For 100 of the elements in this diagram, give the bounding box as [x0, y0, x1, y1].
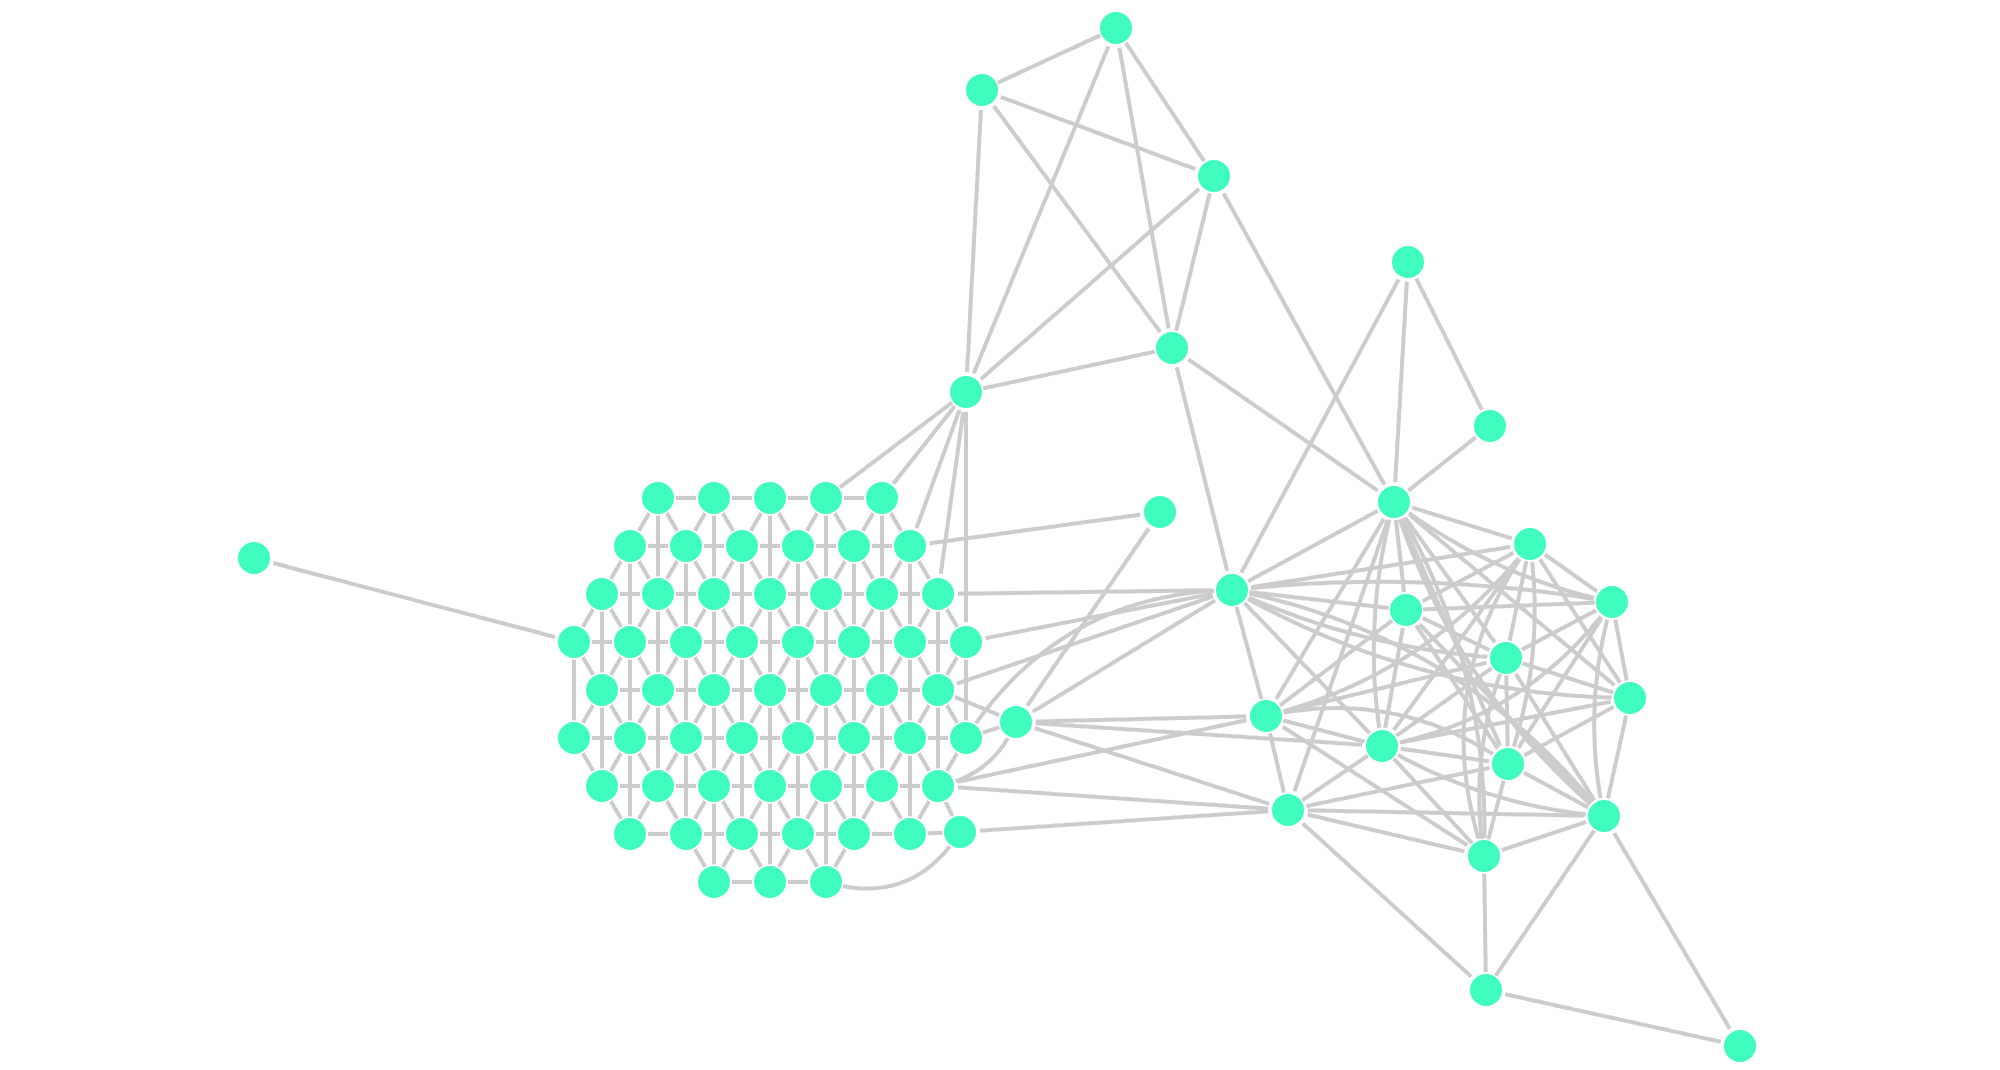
- network-edge: [693, 560, 707, 580]
- network-edge: [1187, 357, 1379, 493]
- network-edge: [1174, 192, 1212, 332]
- network-node: [1614, 682, 1646, 714]
- network-edge: [637, 800, 651, 820]
- network-edge: [749, 656, 763, 676]
- network-edge: [824, 707, 828, 769]
- network-edge: [805, 848, 819, 868]
- network-edge: [786, 592, 810, 596]
- network-node: [670, 530, 702, 562]
- network-edge: [1124, 41, 1206, 163]
- network-edge: [1035, 714, 1247, 724]
- network-edge: [838, 401, 954, 489]
- network-edge: [1507, 560, 1529, 642]
- network-edge: [945, 704, 959, 724]
- network-edge: [833, 608, 847, 628]
- network-node: [1366, 730, 1398, 762]
- network-edge: [730, 592, 754, 596]
- network-edge: [768, 515, 772, 577]
- network-edge: [898, 784, 922, 788]
- network-edge: [926, 830, 944, 836]
- network-edge: [1383, 627, 1405, 729]
- network-edge: [1397, 518, 1592, 806]
- network-node: [1514, 528, 1546, 560]
- network-edge: [842, 784, 866, 788]
- network-node: [726, 818, 758, 850]
- network-node: [698, 866, 730, 898]
- network-edge: [833, 848, 847, 868]
- network-edge: [721, 704, 735, 724]
- network-edge: [929, 512, 1141, 546]
- network-edge: [1538, 558, 1622, 684]
- network-edge: [965, 109, 983, 373]
- network-node: [894, 626, 926, 658]
- network-edge: [1278, 619, 1394, 707]
- network-node: [894, 818, 926, 850]
- network-node: [782, 818, 814, 850]
- network-edge: [712, 611, 716, 673]
- network-edge: [908, 563, 912, 625]
- network-edge: [637, 656, 651, 676]
- network-edge: [992, 104, 1162, 334]
- network-edge: [628, 755, 632, 817]
- network-node: [238, 542, 270, 574]
- network-edge: [1221, 192, 1387, 486]
- network-edge: [637, 608, 651, 628]
- network-edge: [786, 688, 810, 692]
- network-edge: [1400, 746, 1490, 764]
- network-node: [922, 578, 954, 610]
- network-edge: [609, 800, 623, 820]
- network-node: [1390, 594, 1422, 626]
- network-edge: [758, 832, 782, 836]
- network-edge: [852, 563, 856, 625]
- network-edge: [702, 544, 726, 548]
- network-edge: [842, 844, 952, 891]
- network-node: [1378, 486, 1410, 518]
- network-edge: [1421, 616, 1491, 652]
- network-edge: [721, 800, 735, 820]
- network-node: [1490, 642, 1522, 674]
- network-edge: [600, 707, 604, 769]
- network-edge: [870, 544, 894, 548]
- network-edge: [1612, 832, 1732, 1030]
- network-edge: [637, 512, 651, 532]
- network-node: [670, 722, 702, 754]
- network-node: [810, 866, 842, 898]
- network-edge: [581, 704, 595, 724]
- network-node: [642, 674, 674, 706]
- network-edge: [805, 704, 819, 724]
- network-node: [944, 816, 976, 848]
- network-node: [586, 674, 618, 706]
- network-edge: [954, 695, 1000, 717]
- network-node: [1198, 160, 1230, 192]
- network-edge: [637, 704, 651, 724]
- network-edge: [1401, 699, 1611, 745]
- network-edge: [1283, 706, 1495, 756]
- network-edge: [1243, 601, 1371, 735]
- network-edge: [1300, 754, 1369, 803]
- network-edge: [1249, 591, 1595, 804]
- network-edge: [1274, 518, 1386, 700]
- network-edge: [1411, 505, 1513, 541]
- network-edge: [721, 656, 735, 676]
- network-edge: [796, 755, 800, 817]
- network-edge: [777, 704, 791, 724]
- network-edge: [796, 563, 800, 625]
- network-node: [698, 674, 730, 706]
- network-edge: [824, 611, 828, 673]
- network-edge: [749, 608, 763, 628]
- network-edge: [1395, 666, 1493, 738]
- network-edge: [637, 752, 651, 772]
- network-node: [726, 722, 758, 754]
- network-edge: [646, 736, 670, 740]
- network-edge: [805, 512, 819, 532]
- network-edge: [665, 560, 679, 580]
- network-edge: [618, 688, 642, 692]
- network-edge: [1407, 435, 1477, 493]
- network-edge: [833, 752, 847, 772]
- network-edge: [665, 704, 679, 724]
- network-node: [586, 770, 618, 802]
- network-edge: [1414, 277, 1484, 411]
- network-edge: [898, 592, 922, 596]
- network-edge: [861, 800, 875, 820]
- network-edge: [1486, 780, 1506, 840]
